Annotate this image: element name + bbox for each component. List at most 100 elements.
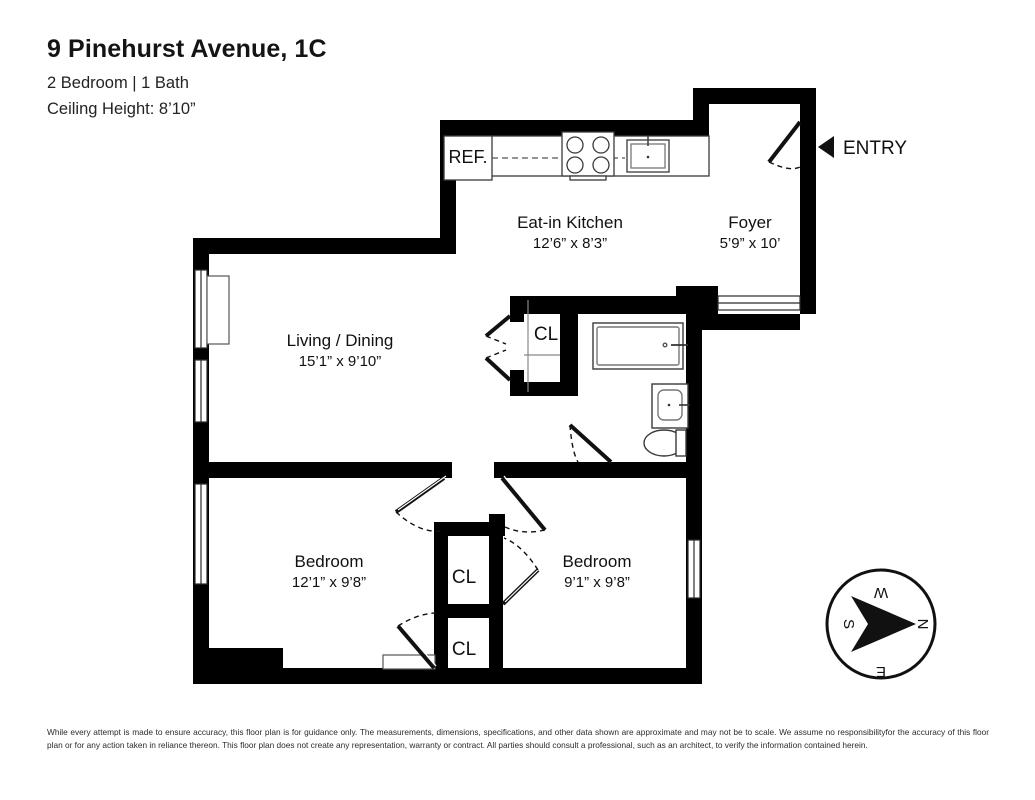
header-block: 9 Pinehurst Avenue, 1C 2 Bedroom | 1 Bat… <box>47 35 647 120</box>
bedroom-left-door-leaf-inner <box>397 475 447 511</box>
bathroom-door <box>568 422 614 464</box>
wall-bath-left <box>560 296 578 396</box>
bathroom-door-leaf <box>568 423 613 464</box>
doors <box>394 119 802 670</box>
mid-closet-lower-leaf-inner <box>399 623 437 667</box>
bedroom-right-door-leaf-inner <box>503 475 548 529</box>
wall-closet-living-bottom <box>510 382 578 396</box>
wall-kitchen-top <box>440 120 709 136</box>
closet-label-mid-upper: CL <box>452 567 476 588</box>
room-label-foyer: Foyer <box>728 213 772 232</box>
wall-foyer-right-lower <box>800 167 816 314</box>
compass-label-east: E <box>876 663 886 680</box>
wall-right-bedroom-upper <box>686 462 702 540</box>
wall-structure <box>193 88 816 684</box>
window-living-upper-sill <box>206 275 230 345</box>
bedroom-right-door-swing <box>504 526 546 533</box>
perimeter-walls <box>193 88 816 684</box>
door-jamb-bedroom-right <box>494 462 502 478</box>
stove-burner-2 <box>592 136 610 154</box>
entry-door-leaf-inner <box>766 119 799 161</box>
kitchen-fixtures <box>443 131 710 181</box>
refrigerator-label: REF. <box>448 147 487 167</box>
entry-door-leaf <box>767 120 802 164</box>
ceiling-height: Ceiling Height: 8’10” <box>47 100 196 119</box>
wall-left-nib-top <box>193 238 209 270</box>
living-closet-door-lower <box>484 356 512 382</box>
wall-mid-closet-nib <box>489 514 505 536</box>
disclaimer-text: While every attempt is made to ensure ac… <box>47 727 989 750</box>
bathroom-fixtures <box>592 322 690 457</box>
entry-door <box>766 119 802 170</box>
wall-foyer-right-upper <box>800 88 816 122</box>
bathroom-sink-drain <box>667 403 671 407</box>
compass-rose: N S W E <box>825 568 937 680</box>
mid-closet-lower-swing <box>397 612 442 627</box>
compass-label-south: S <box>840 619 857 629</box>
room-dims-kitchen: 12’6” x 8’3” <box>533 235 607 252</box>
living-closet-doors <box>484 314 512 382</box>
entry-arrow-icon <box>818 136 834 158</box>
room-label-living: Living / Dining <box>287 331 394 350</box>
wall-foyer-bath-stub <box>676 286 718 314</box>
bed-bath-summary: 2 Bedroom | 1 Bath <box>47 73 189 92</box>
mid-closet-upper-door <box>501 537 541 606</box>
entry-marker: ENTRY <box>818 136 907 159</box>
mid-closet-upper-leaf-inner <box>504 567 541 603</box>
mid-closet-lower-leaf <box>396 624 436 670</box>
window-bedroom-bottom <box>382 654 436 670</box>
bedroom-left-door-swing <box>395 511 444 533</box>
wall-closet-living-left <box>510 296 524 322</box>
windows <box>194 269 801 670</box>
room-dims-living: 15’1” x 9’10” <box>299 353 382 370</box>
compass-label-west: W <box>873 584 888 601</box>
wall-right-bedroom-lower <box>686 598 702 684</box>
room-label-bedroom-right: Bedroom <box>563 552 632 571</box>
mid-closet-lower-door <box>396 612 442 670</box>
living-closet-door-upper <box>484 314 512 338</box>
closet-label-living: CL <box>534 324 558 345</box>
kitchen-sink-drain <box>646 155 650 159</box>
room-dims-bedroom-left: 12’1” x 9’8” <box>292 574 366 591</box>
room-dims-bedroom-right: 9’1” x 9’8” <box>564 574 630 591</box>
stove-burner-1 <box>566 136 584 154</box>
bathroom-door-swing <box>569 424 579 463</box>
closet-interior-lines <box>524 300 560 392</box>
wall-mid-closet-mid <box>434 604 503 618</box>
living-closet-swing-lower <box>485 349 507 359</box>
compass-needle-icon <box>851 596 916 652</box>
wall-mid-closet-right <box>489 522 503 668</box>
bathtub-inner <box>596 326 680 366</box>
stove-handle <box>569 175 607 181</box>
wall-bottom-left-step <box>193 648 283 684</box>
page-title: 9 Pinehurst Avenue, 1C <box>47 35 327 63</box>
room-label-kitchen: Eat-in Kitchen <box>517 213 623 232</box>
room-labels: Eat-in Kitchen 12’6” x 8’3” Foyer 5’9” x… <box>287 213 781 660</box>
mid-closet-upper-swing <box>503 537 539 571</box>
toilet-tank <box>675 429 687 457</box>
wall-bath-bottom <box>578 462 702 478</box>
bathtub-drain <box>662 342 668 348</box>
wall-bath-top <box>510 296 702 314</box>
entry-label: ENTRY <box>843 138 907 159</box>
bedroom-left-door <box>394 475 447 533</box>
wall-mid-closet-left <box>434 522 448 668</box>
closet-label-mid-lower: CL <box>452 639 476 660</box>
stove-burner-3 <box>566 156 584 174</box>
wall-bath-right <box>686 314 702 384</box>
room-label-bedroom-left: Bedroom <box>295 552 364 571</box>
wall-bottom <box>193 668 702 684</box>
bathroom-door-leaf-inner <box>571 422 614 461</box>
wall-bedroom-divider-top <box>193 462 451 478</box>
room-dims-foyer: 5’9” x 10’ <box>720 235 781 252</box>
bedroom-right-door-leaf <box>500 476 547 532</box>
door-jamb-bedroom-left <box>444 462 452 478</box>
wall-foyer-top <box>693 88 816 104</box>
door-jamb-closet-bottom <box>434 656 448 670</box>
living-closet-swing-upper <box>485 335 507 345</box>
wall-bath-right-lower <box>686 406 702 480</box>
refrigerator <box>443 135 493 181</box>
compass-label-north: N <box>914 619 931 630</box>
